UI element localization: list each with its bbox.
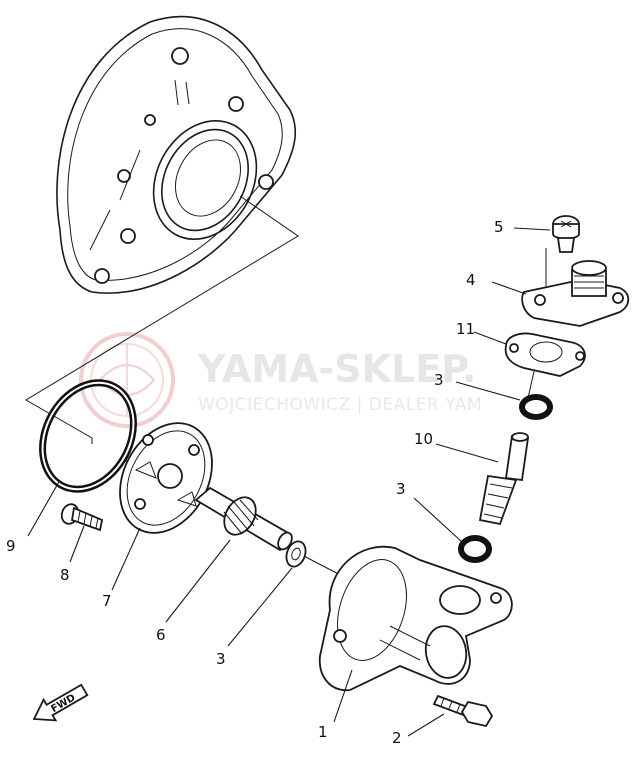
leader-lines (27, 227, 551, 737)
fwd-arrow-icon: FWD (32, 683, 89, 722)
callout-10: 4 (466, 271, 476, 289)
washer-shaft (285, 540, 307, 568)
callout-4: 6 (156, 626, 166, 644)
callout-7: 9 (6, 537, 16, 555)
watermark-subtitle: WOJCIECHOWICZ | DEALER YAM (198, 395, 482, 415)
watermark: YAMA-SKLEP. WOJCIECHOWICZ | DEALER YAM (79, 332, 482, 428)
callout-3-lower: 3 (396, 480, 406, 498)
crankcase-cover (56, 15, 297, 294)
washer-lower (458, 535, 492, 563)
washer-upper (519, 394, 553, 420)
callout-3-shaft: 3 (216, 650, 226, 668)
callout-11: 5 (494, 218, 504, 236)
bolt (432, 694, 494, 728)
pump-housing (318, 545, 513, 691)
cable-joint (521, 260, 630, 327)
gasket (504, 332, 586, 377)
driven-shaft (478, 432, 530, 526)
callout-labels: 9 8 7 6 3 1 2 3 10 3 11 4 5 (6, 218, 504, 747)
screw (60, 503, 104, 532)
callout-8: 10 (414, 430, 433, 448)
callout-2: 2 (392, 729, 402, 747)
o-ring (39, 379, 137, 493)
worm-gear-shaft (194, 486, 293, 552)
callout-9: 11 (456, 320, 475, 338)
watermark-title: YAMA-SKLEP. (197, 347, 477, 391)
callout-3-upper: 3 (434, 371, 444, 389)
cross-head-screw (552, 215, 580, 253)
callout-5: 7 (102, 592, 112, 610)
gear-plate (119, 422, 213, 534)
callout-1: 1 (318, 723, 328, 741)
callout-6: 8 (60, 566, 70, 584)
